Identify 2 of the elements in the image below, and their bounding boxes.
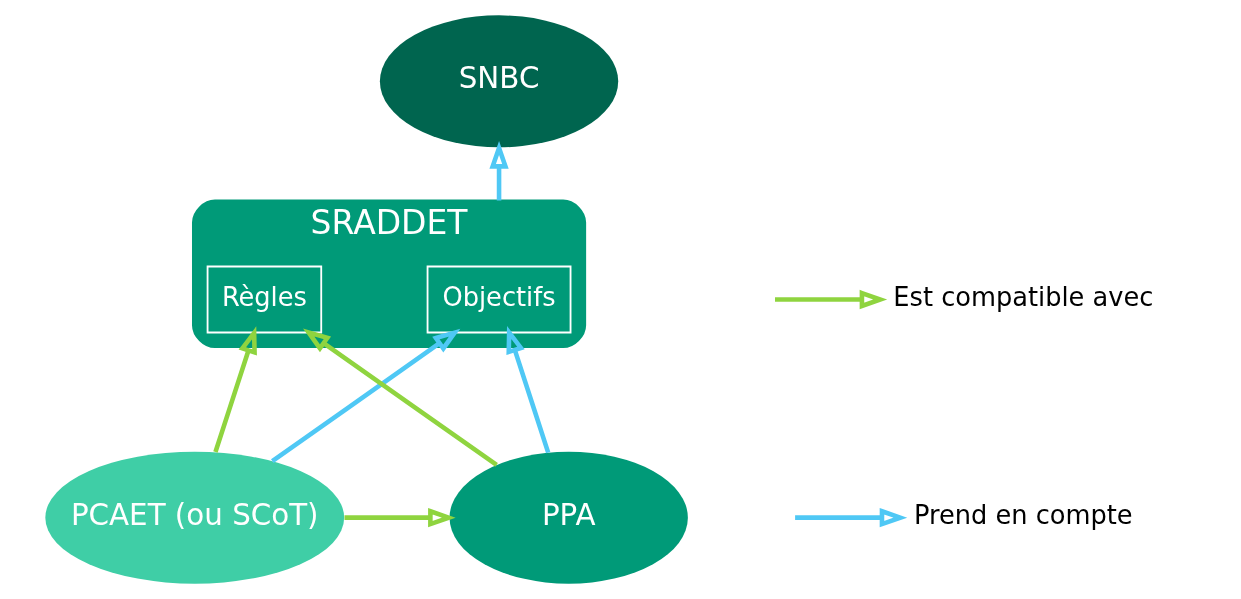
legend-label: Est compatible avec [893,282,1154,313]
legend-label: Prend en compte [914,500,1133,531]
